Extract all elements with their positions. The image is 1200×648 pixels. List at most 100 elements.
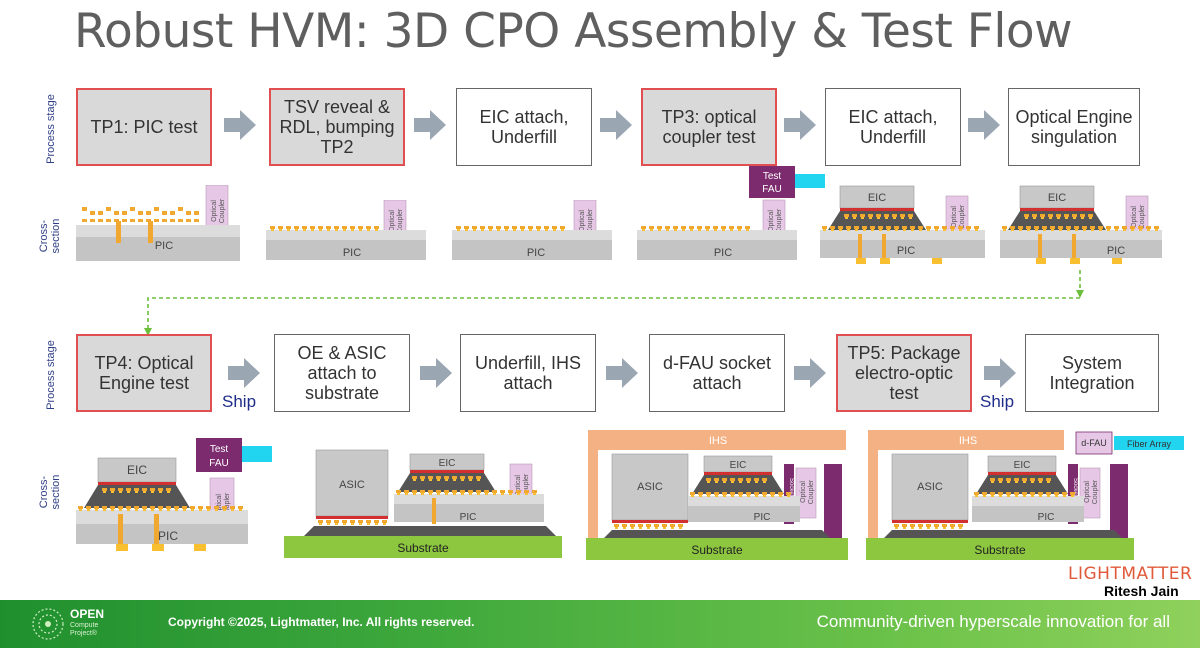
svg-text:Optical: Optical: [951, 206, 958, 228]
step-eic-attach-2: EIC attach, Underfill: [825, 88, 961, 166]
ship-label-1: Ship: [222, 392, 257, 411]
svg-text:ASIC: ASIC: [917, 481, 943, 493]
svg-text:EIC: EIC: [868, 192, 886, 204]
cross-section-eic-attach-1: Optical Coupler PIC: [452, 200, 612, 260]
step-dfau-socket: d-FAU socket attach: [649, 334, 785, 412]
svg-text:PIC: PIC: [155, 240, 173, 252]
cross-section-tp3: Test FAU Optical Coupler PIC: [637, 166, 825, 260]
svg-text:Socket: Socket: [1072, 478, 1078, 497]
svg-text:Fiber Array: Fiber Array: [1127, 439, 1172, 449]
svg-text:Coupler: Coupler: [397, 208, 404, 233]
step-oe-singulation: Optical Engine singulation: [1008, 88, 1140, 166]
step-tp3-optical-coupler-test: TP3: optical coupler test: [641, 88, 777, 166]
svg-text:Coupler: Coupler: [224, 492, 231, 517]
cross-section-oe-singulation: EIC Optical Coupler PIC: [1000, 185, 1162, 264]
arrow-right-icon: [984, 358, 1016, 388]
svg-text:Test: Test: [210, 444, 229, 455]
cross-section-oe-asic-attach: ASIC EIC Optical Coupler PIC Substrate: [284, 449, 562, 558]
svg-text:IHS: IHS: [959, 435, 977, 447]
svg-text:Coupler: Coupler: [1092, 479, 1099, 504]
svg-text:Coupler: Coupler: [587, 208, 594, 233]
row-label-cross: Cross-: [38, 475, 50, 509]
svg-text:ASIC: ASIC: [637, 481, 663, 493]
svg-text:EIC: EIC: [1014, 460, 1031, 471]
svg-text:Optical: Optical: [1131, 206, 1138, 228]
svg-text:PIC: PIC: [897, 245, 915, 257]
row-label-cross-section-2: Cross- section: [38, 470, 62, 514]
svg-text:PIC: PIC: [158, 529, 178, 543]
cross-section-underfill-ihs: IHS ASIC EIC Socket Optical Coupler PIC …: [586, 430, 848, 560]
cross-section-package-test: IHS d-FAU Fiber Array ASIC EIC Socket Op…: [866, 430, 1184, 560]
step-eic-attach-1: EIC attach, Underfill: [456, 88, 592, 166]
svg-text:PIC: PIC: [527, 247, 545, 259]
footer-bar: OPEN Compute Project® Copyright ©2025, L…: [0, 600, 1200, 648]
svg-text:EIC: EIC: [439, 458, 456, 469]
row-label-cross-section-1: Cross- section: [38, 214, 62, 258]
ocp-name: OPEN: [70, 607, 105, 621]
row-label-section: section: [50, 218, 62, 254]
arrow-right-icon: [794, 358, 826, 388]
row-label-process-1: Process stage: [45, 94, 57, 164]
cross-section-pic: Optical Coupler PIC: [76, 185, 240, 261]
svg-text:Substrate: Substrate: [974, 543, 1026, 557]
svg-text:Test: Test: [763, 171, 782, 182]
arrow-right-icon: [606, 358, 638, 388]
ocp-sub-1: Compute: [70, 622, 99, 629]
lightmatter-logo: LIGHTMATTER: [1068, 564, 1193, 584]
row-label-section: section: [50, 474, 62, 510]
svg-text:Substrate: Substrate: [691, 543, 743, 557]
svg-text:Coupler: Coupler: [1139, 204, 1146, 229]
svg-text:Optical: Optical: [1084, 481, 1091, 503]
cross-section-eic-attach-2: EIC Optical Coupler PIC: [820, 185, 985, 264]
step-tsv-reveal: TSV reveal & RDL, bumping TP2: [269, 88, 405, 166]
author-name: Ritesh Jain: [1104, 583, 1179, 599]
tagline-text: Community-driven hyperscale innovation f…: [816, 612, 1170, 631]
arrow-right-icon: [224, 110, 256, 140]
svg-text:Coupler: Coupler: [776, 208, 783, 233]
svg-text:d-FAU: d-FAU: [1081, 438, 1107, 448]
svg-text:Optical: Optical: [515, 475, 522, 497]
cross-section-tp4: Test FAU EIC Optical Coupler PIC: [76, 438, 272, 551]
page-title: Robust HVM: 3D CPO Assembly & Test Flow: [74, 4, 1073, 59]
step-oe-asic-attach: OE & ASIC attach to substrate: [274, 334, 410, 412]
ocp-sub-2: Project®: [70, 630, 97, 637]
step-system-integration: System Integration: [1025, 334, 1159, 412]
row-label-process-2: Process stage: [45, 340, 57, 410]
svg-text:PIC: PIC: [714, 247, 732, 259]
svg-text:Socket: Socket: [788, 478, 794, 497]
arrow-right-icon: [600, 110, 632, 140]
step-tp4-oe-test: TP4: Optical Engine test: [76, 334, 212, 412]
svg-text:PIC: PIC: [343, 247, 361, 259]
svg-text:IHS: IHS: [709, 435, 727, 447]
arrow-right-icon: [420, 358, 452, 388]
svg-text:Coupler: Coupler: [808, 479, 815, 504]
svg-text:FAU: FAU: [762, 184, 781, 195]
svg-text:ASIC: ASIC: [339, 479, 365, 491]
svg-text:Substrate: Substrate: [397, 541, 449, 555]
dashed-flow-connector: [144, 270, 1084, 336]
svg-text:PIC: PIC: [1038, 512, 1055, 523]
svg-text:PIC: PIC: [1107, 245, 1125, 257]
row-label-cross: Cross-: [38, 219, 50, 253]
svg-text:Coupler: Coupler: [959, 204, 966, 229]
arrow-right-icon: [228, 358, 260, 388]
svg-text:Optical: Optical: [768, 210, 775, 232]
svg-text:Optical: Optical: [216, 494, 223, 516]
arrow-right-icon: [414, 110, 446, 140]
step-underfill-ihs: Underfill, IHS attach: [460, 334, 596, 412]
svg-text:EIC: EIC: [1048, 192, 1066, 204]
svg-text:EIC: EIC: [127, 463, 147, 477]
svg-text:Optical: Optical: [800, 481, 807, 503]
svg-text:EIC: EIC: [730, 460, 747, 471]
svg-text:Coupler: Coupler: [523, 473, 530, 498]
svg-text:PIC: PIC: [460, 512, 477, 523]
step-tp5-package-test: TP5: Package electro-optic test: [836, 334, 972, 412]
svg-text:Coupler: Coupler: [219, 198, 226, 223]
svg-text:FAU: FAU: [209, 458, 228, 469]
ship-label-2: Ship: [980, 392, 1015, 411]
svg-text:Optical: Optical: [579, 210, 586, 232]
arrow-right-icon: [784, 110, 816, 140]
ocp-sub: Compute Project®: [70, 622, 98, 638]
svg-text:PIC: PIC: [754, 512, 771, 523]
cross-section-rdl: Optical Coupler PIC: [266, 200, 426, 260]
